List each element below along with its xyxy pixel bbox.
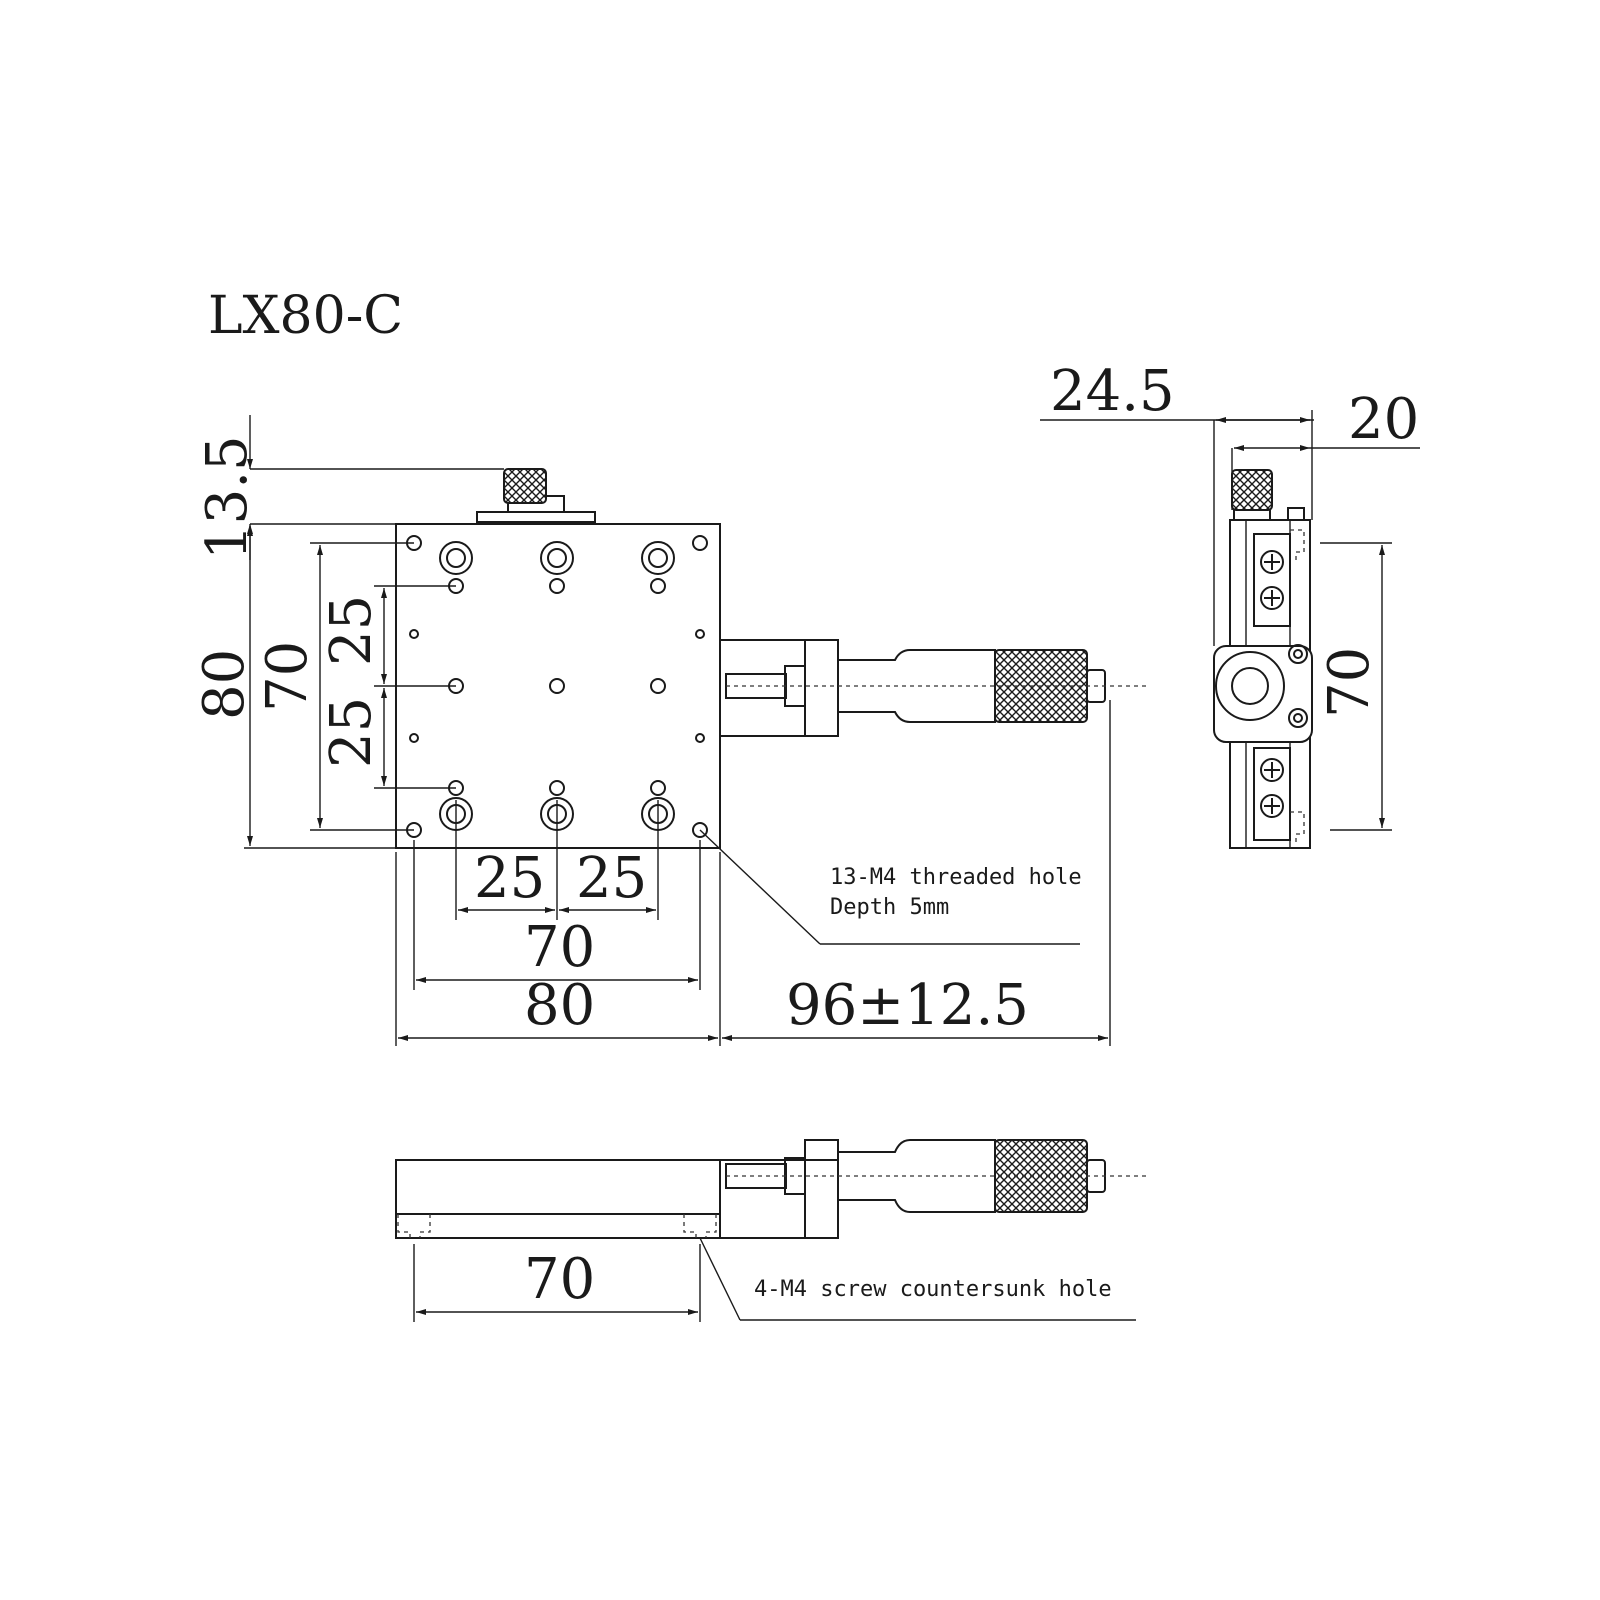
top-view: [395, 468, 1150, 849]
front-base-plate: [395, 1213, 721, 1239]
dim-80-vertical: 80: [192, 649, 257, 720]
note-threaded-depth: Depth 5mm: [830, 895, 949, 920]
dim-25-left: 25: [474, 846, 545, 911]
dim-20: 20: [1348, 387, 1419, 452]
micrometer-bracket: [719, 639, 839, 737]
note-countersunk-hole: 4-M4 screw countersunk hole: [754, 1277, 1112, 1302]
dim-25-right: 25: [576, 846, 647, 911]
drawing-title: LX80-C: [208, 286, 403, 346]
dim-24-5: 24.5: [1050, 359, 1175, 424]
dim-micrometer-travel: 96±12.5: [786, 973, 1029, 1038]
dim-70-vertical: 70: [255, 641, 320, 712]
dim-70-front: 70: [524, 1247, 595, 1312]
side-screws: [1260, 550, 1284, 818]
dim-70-side: 70: [1317, 647, 1382, 718]
side-view-dimensions: 24.5 20 70: [1040, 359, 1420, 831]
top-knob-base: [476, 511, 596, 523]
front-top-plate: [395, 1159, 721, 1215]
top-knob-head: [503, 468, 547, 504]
top-view-dimensions: 13.5 80 70 25 25 25 25 70: [192, 415, 1111, 1046]
front-view-dimensions: 70 4-M4 screw countersunk hole: [413, 1237, 1136, 1322]
dim-80-horizontal: 80: [524, 973, 595, 1038]
micrometer-top: [719, 639, 1150, 737]
front-view: [395, 1139, 1150, 1239]
counterbore-holes-top: [439, 541, 675, 575]
side-view: [1213, 469, 1313, 849]
micrometer-front: [719, 1139, 1150, 1239]
side-knob: [1231, 469, 1273, 511]
dim-70-horizontal: 70: [524, 915, 595, 980]
dim-25-upper: 25: [319, 595, 384, 666]
note-threaded-hole: 13-M4 threaded hole: [830, 865, 1082, 890]
dim-25-lower: 25: [319, 697, 384, 768]
